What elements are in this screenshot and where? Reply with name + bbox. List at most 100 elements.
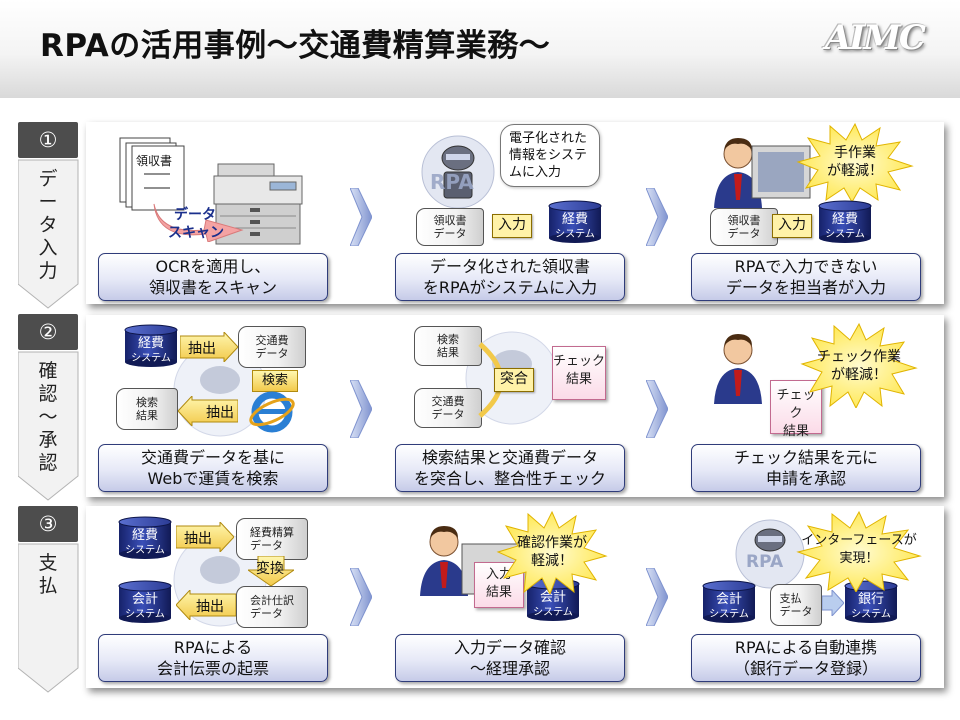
step-marker-1: ① データ入力 — [18, 122, 81, 310]
db-label-bottom: システム — [125, 545, 165, 556]
page-title: RPAの活用事例～交通費精算業務～ — [40, 28, 551, 64]
expense-system-db-icon: 経費 システム — [124, 324, 178, 368]
db-label-bottom: システム — [555, 229, 595, 240]
step-number: ② — [38, 320, 58, 344]
caption-bank-registration: RPAによる自動連携 （銀行データ登録） — [691, 634, 921, 682]
expense-system-db-icon: 経費 システム — [818, 200, 872, 244]
match-label: 突合 — [494, 368, 534, 392]
burst-callout: 確認作業が 軽減！ — [496, 510, 608, 596]
step-chevron-shape — [18, 506, 79, 693]
extract-label: 抽出 — [206, 405, 234, 421]
caption-web-search: 交通費データを基に Webで運賃を検索 — [98, 444, 328, 492]
input-label: 入力 — [772, 214, 812, 238]
transfer-arrow-icon — [822, 590, 844, 616]
caption-cross-check: 検索結果と交通費データ を突合し、整合性チェック — [395, 444, 625, 492]
receipt-document-icon — [119, 137, 185, 211]
caption-rpa-input: データ化された領収書 をRPAがシステムに入力 — [395, 253, 625, 301]
search-result-scroll: 検索 結果 — [116, 388, 178, 430]
expense-system-db-icon: 経費 システム — [548, 200, 602, 244]
rpa-robot-label: RPA — [430, 170, 474, 194]
scan-label-line1: データ — [174, 207, 216, 223]
search-label: 検索 — [252, 370, 298, 392]
expense-system-db-icon: 経費 システム — [118, 516, 172, 560]
convert-label: 変換 — [256, 561, 284, 577]
flow-arrow-icon — [646, 568, 668, 626]
burst-text: 手作業 が軽減！ — [827, 145, 883, 179]
step-label: 支払 — [38, 552, 58, 597]
db-label-top: 会計 — [131, 592, 158, 607]
receipt-doc-label: 領収書 — [136, 154, 173, 168]
step-marker-2: ② 確認～承認 — [18, 314, 81, 502]
extract-label: 抽出 — [188, 341, 216, 357]
company-logo: AIMC — [825, 18, 926, 58]
db-label-bottom: システム — [131, 353, 171, 364]
convert-arrow-icon — [248, 556, 294, 586]
receipt-data-scroll: 領収書 データ — [416, 208, 484, 246]
accounting-system-db-icon: 会計 システム — [118, 580, 172, 624]
burst-callout: チェック作業 が軽減！ — [800, 322, 918, 410]
db-label-top: 経費 — [561, 212, 588, 227]
db-label-bottom: システム — [125, 609, 165, 620]
burst-text: 確認作業が 軽減！ — [517, 535, 587, 569]
caption-journal-entry: RPAによる 会計伝票の起票 — [98, 634, 328, 682]
flow-arrow-icon — [350, 568, 372, 626]
ie-browser-icon — [249, 391, 295, 433]
caption-manual-input: RPAで入力できない データを担当者が入力 — [691, 253, 921, 301]
caption-ocr-scan: OCRを適用し、 領収書をスキャン — [98, 253, 328, 301]
input-label: 入力 — [492, 214, 532, 238]
operator-person-icon — [714, 334, 762, 404]
step-chevron-shape — [18, 314, 79, 501]
burst-text: インターフェースが 実現！ — [801, 533, 917, 566]
journal-data-scroll: 会計仕訳 データ — [236, 586, 308, 628]
extract-arrow-icon — [180, 332, 238, 362]
db-label-bottom: システム — [851, 609, 891, 620]
caption-accounting-approve: 入力データ確認 ～経理承認 — [395, 634, 625, 682]
copier-machine-icon — [213, 163, 303, 245]
search-result-scroll: 検索 結果 — [414, 326, 482, 366]
db-label-top: 経費 — [131, 528, 158, 543]
step-label: 確認～承認 — [38, 360, 58, 474]
scan-arrow-icon — [153, 203, 244, 242]
db-label-top: 会計 — [715, 592, 742, 607]
step-number: ① — [38, 128, 58, 152]
scan-label-line2: スキャン — [168, 225, 224, 241]
travel-data-scroll: 交通費 データ — [238, 326, 306, 368]
step-marker-3: ③ 支払 — [18, 506, 81, 694]
rpa-robot-label: RPA — [746, 552, 784, 572]
check-result-doc: チェック 結果 — [770, 380, 822, 439]
db-label-bottom: システム — [709, 609, 749, 620]
burst-text: チェック作業 が軽減！ — [817, 349, 901, 383]
db-label-top: 経費 — [831, 212, 858, 227]
rpa-robot-icon — [421, 135, 495, 209]
extract-arrow-icon — [176, 522, 234, 552]
callout-bubble: 電子化された 情報をシステ ムに入力 — [500, 124, 600, 187]
extract-arrow-left-icon — [176, 590, 236, 620]
burst-callout: インターフェースが 実現！ — [796, 510, 922, 594]
step-number: ③ — [38, 512, 58, 536]
caption-approve: チェック結果を元に 申請を承認 — [691, 444, 921, 492]
burst-callout: 手作業 が軽減！ — [796, 122, 914, 204]
step-label: データ入力 — [38, 168, 58, 282]
flow-arrow-icon — [350, 380, 372, 438]
db-label-top: 会計 — [539, 590, 566, 605]
extract-label: 抽出 — [196, 599, 224, 615]
db-label-bottom: システム — [825, 229, 865, 240]
flow-arrow-icon — [350, 188, 372, 246]
accounting-system-db-icon: 会計 システム — [702, 580, 756, 624]
flow-arrow-icon — [646, 380, 668, 438]
db-label-bottom: システム — [533, 607, 573, 618]
slide-header — [0, 0, 960, 98]
step-chevron-shape — [18, 122, 79, 309]
check-result-doc: チェック 結果 — [552, 346, 606, 400]
flow-arrow-icon — [646, 188, 668, 246]
receipt-data-scroll: 領収書 データ — [710, 208, 778, 246]
expense-data-scroll: 経費精算 データ — [236, 518, 308, 560]
db-label-top: 銀行 — [857, 592, 884, 607]
travel-data-scroll: 交通費 データ — [414, 388, 482, 428]
db-label-top: 経費 — [137, 336, 164, 351]
payment-data-scroll: 支払 データ — [770, 584, 822, 626]
extract-label: 抽出 — [184, 531, 212, 547]
rpa-robot-icon — [735, 519, 805, 589]
extract-arrow-left-icon — [178, 396, 238, 426]
operator-person-icon — [714, 138, 811, 208]
